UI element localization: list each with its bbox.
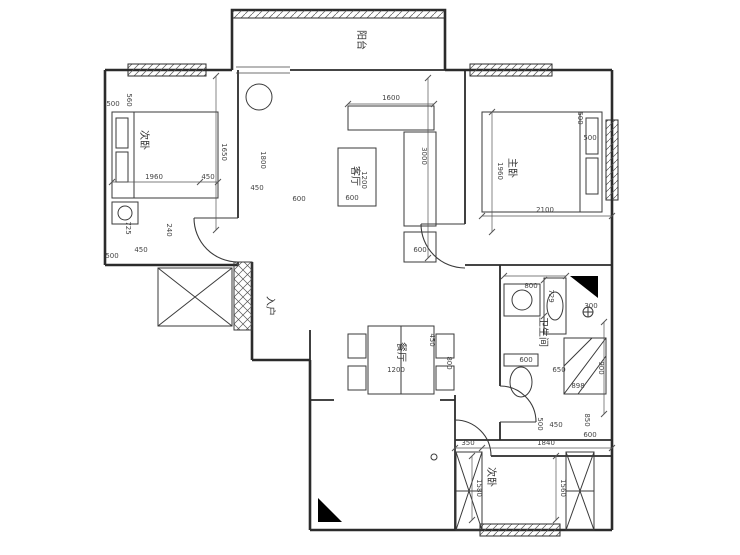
dimension-label: 1200	[360, 171, 368, 189]
room-label: 卫生间	[537, 317, 550, 347]
chair	[435, 365, 455, 391]
room-label: 餐厅	[395, 342, 408, 362]
dimension-label: 725	[124, 221, 132, 234]
dimension-label: 450	[134, 246, 147, 254]
dimension-label: 450	[549, 421, 562, 429]
elevator-shaft	[157, 267, 233, 327]
dimension-label: 1650	[220, 143, 228, 161]
dimension-label: 600	[583, 431, 596, 439]
duct-shaft	[233, 261, 253, 331]
window-master-east	[605, 119, 619, 201]
pillow	[115, 117, 129, 149]
window-bedroom-left	[127, 63, 207, 77]
dimension-label: 600	[413, 246, 426, 254]
chair	[347, 333, 367, 359]
dimension-label: 2100	[536, 206, 554, 214]
coffee-table	[337, 147, 377, 207]
window-bedroom-bottom	[479, 523, 561, 537]
dimension-label: 800	[445, 356, 453, 369]
dimension-label: 1800	[259, 151, 267, 169]
dimension-label: 500	[105, 252, 118, 260]
dimension-label: 300	[584, 302, 597, 310]
pillow	[585, 157, 599, 195]
tv-cabinet	[347, 105, 435, 131]
room-label: 客厅	[349, 166, 362, 186]
dimension-label: 800	[524, 282, 537, 290]
sink	[546, 291, 564, 321]
furniture-layer	[111, 83, 607, 531]
sofa	[403, 131, 437, 227]
dimension-label: 1200	[387, 366, 405, 374]
column-right-x	[565, 451, 595, 531]
toilet-tank	[503, 353, 539, 367]
bed-left	[111, 111, 219, 199]
dimension-label: 450	[250, 184, 263, 192]
dimension-label: 600	[519, 356, 532, 364]
dimension-label: 1560	[559, 479, 567, 497]
dimension-ticks	[108, 72, 616, 524]
balcony-door-track	[236, 66, 290, 74]
side-table	[403, 231, 437, 263]
chair	[435, 333, 455, 359]
room-label: 次卧	[138, 130, 151, 150]
dimension-label: 500	[106, 100, 119, 108]
dimension-label: 850	[583, 413, 591, 426]
dimension-label: 729	[547, 289, 555, 302]
door-bedroom-bottom	[454, 419, 492, 457]
dimension-label: 900	[597, 361, 605, 374]
window-balcony	[231, 9, 446, 19]
nightstand	[111, 201, 139, 225]
bed-master	[481, 111, 603, 213]
door-bathroom	[499, 385, 537, 423]
dimension-label: 650	[552, 366, 565, 374]
window-master	[469, 63, 553, 77]
dimension-label: 1580	[475, 479, 483, 497]
floor-drain-cross	[583, 307, 593, 317]
dimension-label: 450	[201, 173, 214, 181]
dimension-label: 560	[125, 93, 133, 106]
dimension-label: 500	[576, 111, 584, 124]
door-knob-mark	[430, 453, 438, 461]
shower-hatch	[563, 337, 607, 395]
windows-layer	[127, 9, 619, 537]
corner-triangle-kitchen	[318, 498, 342, 522]
dimension-label: 600	[345, 194, 358, 202]
chair	[347, 365, 367, 391]
dimension-label: 500	[536, 417, 544, 430]
dimension-label: 1960	[145, 173, 163, 181]
dimension-label: 1600	[382, 94, 400, 102]
column-circle	[245, 83, 273, 111]
dimensions-layer	[108, 72, 616, 524]
dimension-lines	[112, 76, 612, 520]
dimension-label: 898	[571, 382, 584, 390]
room-label: 主卧	[506, 158, 519, 178]
dimension-label: 1960	[496, 162, 504, 180]
column-left-x	[455, 451, 483, 531]
room-label: 次卧	[485, 467, 498, 487]
dimension-label: 500	[583, 134, 596, 142]
dimension-label: 450	[428, 333, 436, 346]
room-label: 阳台	[355, 30, 368, 50]
dimension-label: 240	[165, 223, 173, 236]
stool	[117, 205, 133, 221]
dimension-label: 3000	[420, 147, 428, 165]
room-label: 入户	[264, 296, 277, 316]
elevator-x	[157, 267, 233, 327]
washer-drum	[511, 289, 533, 311]
pillow	[585, 117, 599, 155]
dimension-label: 1840	[537, 439, 555, 447]
corner-triangle-bathroom	[570, 276, 598, 298]
dimension-label: 350	[461, 439, 474, 447]
dimension-label: 600	[292, 195, 305, 203]
washer	[503, 283, 541, 317]
toilet-bowl	[509, 366, 533, 398]
